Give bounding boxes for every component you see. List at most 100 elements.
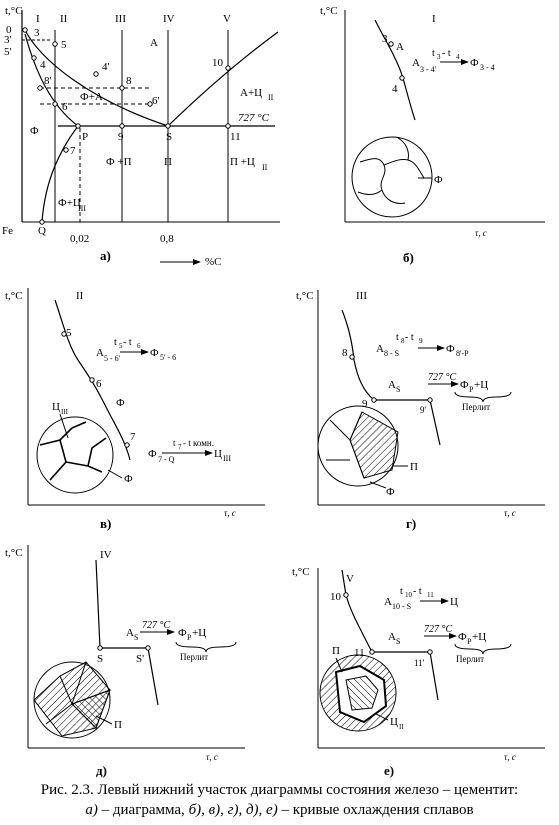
eq-A: A xyxy=(388,631,396,643)
panel-caption: е) xyxy=(384,763,394,778)
panel-b-labels: t,°C I 3 A 4 A 3 - 4' t 3 - t 4 Ф 3 - 4 … xyxy=(320,5,495,265)
eq-A: A xyxy=(388,379,396,391)
panel-v-labels: t,°C II 5 6 7 t 5 - t 6 A 5 - 6' Ф 5' - … xyxy=(5,290,236,531)
zone-label: III xyxy=(115,13,126,25)
eq-sub: 7 xyxy=(178,443,182,451)
phase-label: П xyxy=(164,156,172,168)
caption-part: – кривые охлаждения сплавов xyxy=(277,802,474,818)
eq-t: t xyxy=(173,438,176,448)
eq-sub: II xyxy=(399,723,404,731)
brace-label: Перлит xyxy=(456,654,484,664)
eq-C: Ц xyxy=(450,596,458,608)
figure-caption-line2: а) – диаграмма, б), в), г), д), е) – кри… xyxy=(0,801,559,820)
zone-label: V xyxy=(346,573,354,585)
caption-part: – диаграмма, xyxy=(97,802,189,818)
eq-C: +Ц xyxy=(192,627,206,639)
eq-A: A xyxy=(384,596,392,608)
axis-t-label: t,°C xyxy=(292,566,310,578)
eq-F: Ф xyxy=(148,448,157,460)
eq-dash: - t xyxy=(442,48,451,59)
point-label: 6 xyxy=(62,101,68,113)
zone-label: II xyxy=(60,13,68,25)
eq-A: A xyxy=(96,347,104,359)
eq-sub: 11 xyxy=(427,591,434,599)
panel-b xyxy=(344,10,545,223)
point-label: S xyxy=(166,131,172,143)
eq-sub: 4 xyxy=(456,53,460,61)
eq-sub: 6 xyxy=(137,342,141,350)
caption-part: б), в), г), д), е) xyxy=(188,802,278,818)
eq-sub: P xyxy=(467,637,472,646)
point-label: 7 xyxy=(130,431,136,443)
eq-dash: - t xyxy=(405,332,414,343)
panel-caption: д) xyxy=(96,763,107,778)
eq-sub: S xyxy=(396,385,400,394)
phase-label: A xyxy=(150,37,158,49)
eq-sub: 9 xyxy=(419,337,423,345)
grain-label: П xyxy=(410,461,418,473)
panel-caption: в) xyxy=(100,516,111,531)
temp-label: 727 °С xyxy=(424,624,452,635)
eq-sub: III xyxy=(223,454,231,463)
brace-label: Перлит xyxy=(462,402,490,412)
panel-a-points xyxy=(22,27,231,225)
phase-label: Ф xyxy=(30,125,39,137)
y-mark: 3' xyxy=(4,34,12,46)
panel-caption: а) xyxy=(100,248,111,263)
panel-g-labels: t,°C III 8 9 9' t 8 - t 9 A 8 - S Ф 8'-P… xyxy=(296,290,516,531)
eq-t: t xyxy=(396,332,399,343)
axis-tau-label: τ, с xyxy=(475,228,487,238)
phase-sub: II xyxy=(268,93,274,102)
y-mark: 0 xyxy=(6,24,12,36)
phase-label: Ф +П xyxy=(106,156,132,168)
panel-e xyxy=(317,568,545,749)
panel-a-labels: t,°C I II III IV V 0 3 3' 5' A 5 4 4' 8'… xyxy=(2,5,274,268)
eq-C: Ц xyxy=(214,448,222,460)
eq-sub: 5 xyxy=(119,342,123,350)
grain-label: П xyxy=(114,719,122,731)
point-label: 5 xyxy=(66,327,72,339)
point-label: 8 xyxy=(126,75,132,87)
point-label: 11' xyxy=(414,658,425,668)
phase-sub: II xyxy=(262,163,268,172)
phase-label: П +Ц xyxy=(230,156,255,168)
zone-label: I xyxy=(432,13,436,25)
eq-sub: 5 - 6' xyxy=(104,354,121,363)
eq-sub: 7 - Q xyxy=(158,455,175,464)
eq-sub: 10 - S xyxy=(392,602,411,611)
eq-F: Ф xyxy=(150,347,159,359)
point-label: 4' xyxy=(102,61,110,73)
panel-v xyxy=(27,288,265,506)
x-label: Q xyxy=(38,225,46,237)
point-label: 9' xyxy=(420,405,427,415)
eq-sub: P xyxy=(469,385,474,394)
eq-sub: 3 - 4 xyxy=(480,63,495,72)
point-label: 8' xyxy=(44,75,52,87)
eq-sub: 3 xyxy=(437,53,441,61)
phase-label: Ф+Ц xyxy=(58,197,81,209)
axis-t-label: t,°C xyxy=(5,290,23,302)
grain-label: Ф xyxy=(124,473,133,485)
axis-t-label: t,°C xyxy=(296,290,314,302)
eq-t: t xyxy=(432,48,435,59)
axis-tau-label: τ, с xyxy=(504,508,516,518)
x-label: Fe xyxy=(2,225,13,237)
point-label: 10 xyxy=(330,591,342,603)
eq-A: A xyxy=(376,343,384,355)
point-label: 11 xyxy=(230,131,241,143)
eq-sub: 8'-P xyxy=(456,349,469,358)
panel-d-labels: t,°C IV S S' A S 727 °С Ф P +Ц Перлит П … xyxy=(5,547,218,778)
point-label: P xyxy=(82,131,88,143)
axis-t-label: t,°C xyxy=(320,5,338,17)
point-label: 10 xyxy=(212,57,224,69)
panel-d xyxy=(27,545,245,749)
eq-sub: 5' - 6 xyxy=(160,353,176,362)
temp-label: 727 °С xyxy=(142,620,170,631)
grain-label: Ф xyxy=(434,174,443,186)
temp-label: 727 °С xyxy=(238,112,270,124)
phase-label: Ф xyxy=(116,397,125,409)
grain-label: Ц xyxy=(52,401,60,413)
point-label: 3 xyxy=(34,27,40,39)
eq-F: Ф xyxy=(458,631,467,643)
